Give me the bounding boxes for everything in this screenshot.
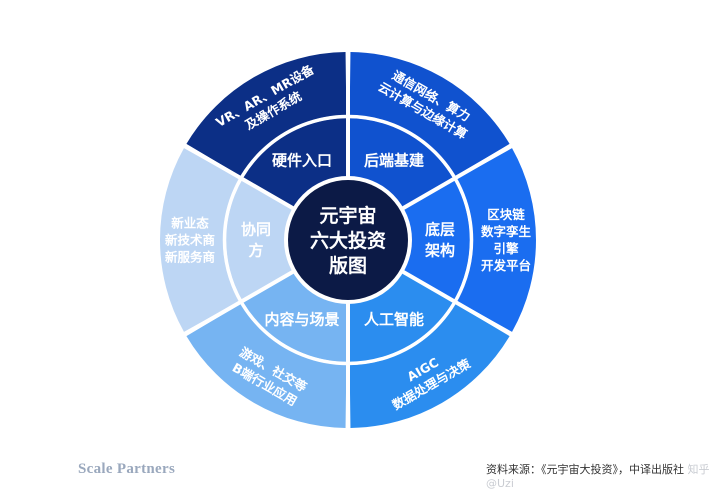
- inner-label-content-group: 内容与场景: [264, 311, 339, 329]
- outer-label-infra: 区块链: [487, 207, 525, 222]
- inner-label-content: 内容与场景: [264, 311, 339, 329]
- center-title: 版图: [329, 254, 367, 277]
- brand-label: Scale Partners: [78, 461, 176, 477]
- inner-label-backend: 后端基建: [364, 151, 425, 169]
- outer-sector-ai: [349, 303, 510, 428]
- inner-label-infra: 架构: [424, 242, 455, 260]
- inner-sector-ai: [348, 270, 453, 362]
- source-note: 资料来源：《元宇宙大投资》，中译出版社 知乎 @Uzi: [486, 461, 720, 490]
- inner-label-ai-group: 人工智能: [364, 311, 424, 329]
- inner-sector-collab: [225, 180, 296, 300]
- outer-sector-infra: [457, 148, 536, 332]
- outer-label-collab: 新技术商: [165, 233, 215, 248]
- source-text: 资料来源：《元宇宙大投资》，中译出版社: [486, 463, 684, 476]
- inner-label-ai: 人工智能: [364, 311, 424, 329]
- outer-sector-hardware: [186, 52, 347, 177]
- inner-label-collab: 方: [248, 242, 263, 260]
- center-title: 六大投资: [310, 229, 386, 252]
- inner-label-collab-group: 协同方: [241, 221, 271, 260]
- outer-sector-collab: [160, 148, 239, 332]
- outer-sector-content: [186, 303, 347, 428]
- inner-label-hardware: 硬件入口: [272, 151, 332, 169]
- inner-label-hardware-group: 硬件入口: [272, 151, 332, 169]
- inner-sector-hardware: [243, 118, 348, 210]
- inner-sector-infra: [400, 180, 470, 300]
- inner-label-infra: 底层: [425, 221, 455, 239]
- center-circle: [288, 180, 408, 300]
- watermark: 知乎 @Uzi: [486, 463, 710, 490]
- outer-label-collab: 新业态: [171, 216, 209, 231]
- inner-label-collab: 协同: [241, 221, 271, 239]
- outer-label-infra: 开发平台: [481, 258, 531, 273]
- outer-sector-backend: [349, 52, 510, 177]
- center-title: 元宇宙: [319, 204, 376, 227]
- outer-label-infra: 引擎: [493, 241, 519, 256]
- inner-sector-backend: [348, 118, 453, 210]
- ring-divider: [222, 114, 474, 366]
- outer-label-collab: 新服务商: [165, 250, 215, 265]
- inner-sector-content: [243, 270, 348, 362]
- outer-label-infra: 数字孪生: [480, 224, 532, 239]
- inner-label-backend-group: 后端基建: [364, 151, 425, 169]
